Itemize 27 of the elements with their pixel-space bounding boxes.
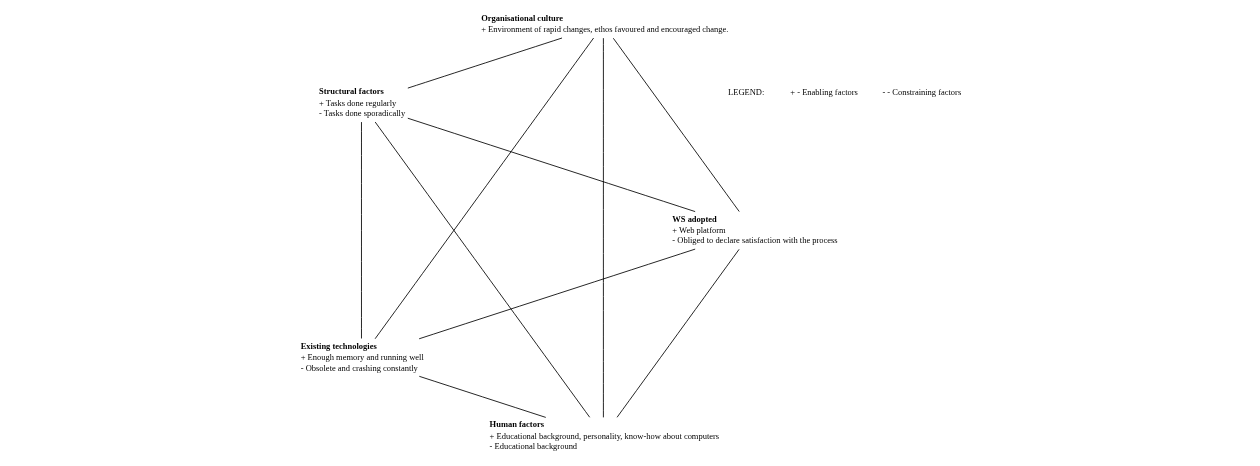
node-label: - Obsolete and crashing constantly (300, 362, 418, 373)
connector (407, 117, 696, 212)
node-label: - Educational background (489, 441, 578, 452)
node-text: Structural factors (319, 86, 384, 97)
node-label: + Web platform (672, 224, 726, 235)
node-label: - Tasks done sporadically (319, 108, 406, 119)
connector (374, 121, 591, 418)
connector (612, 37, 740, 212)
connector (616, 248, 740, 418)
node-label: + Enough memory and running well (300, 352, 424, 363)
node-label: + Environment of rapid changes, ethos favoured and encouraged change. (481, 24, 729, 35)
connector (418, 248, 696, 340)
node-text: WS adopted (672, 213, 717, 224)
node-label: + Educational background, personality, know-how about computers (489, 430, 720, 441)
connector (374, 37, 595, 340)
label: LEGEND: (728, 86, 765, 97)
node-text: Organisational culture (481, 12, 564, 23)
node-label: + Tasks done regularly (319, 97, 397, 108)
node-text: Human factors (489, 419, 544, 430)
node-label: - Obliged to declare satisfaction with the process (672, 235, 838, 246)
node-text: Existing technologies (300, 340, 377, 351)
label: + - Enabling factors (790, 86, 858, 97)
connector (361, 121, 362, 339)
connector (602, 37, 604, 418)
label: - - Constraining factors (882, 86, 962, 97)
connector (407, 37, 563, 89)
connector (418, 375, 547, 418)
